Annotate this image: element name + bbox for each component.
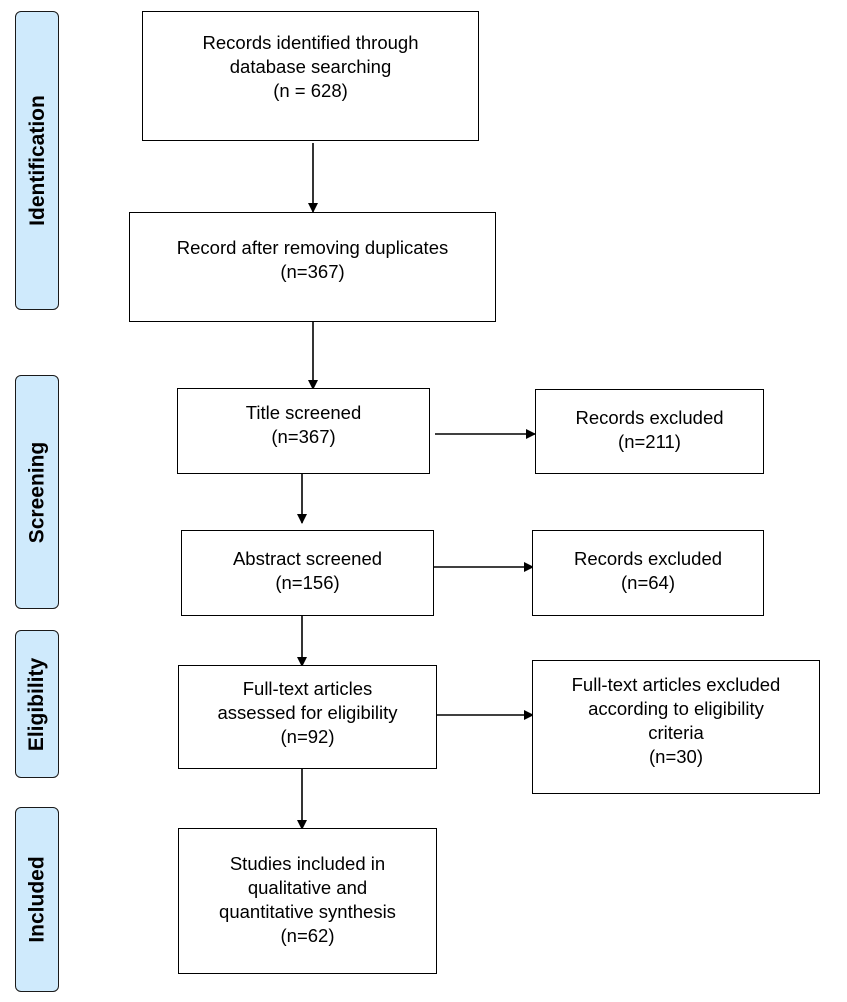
box-line: (n=92) bbox=[280, 726, 335, 747]
box-after-duplicates: Record after removing duplicates (n=367) bbox=[129, 212, 496, 322]
box-line: assessed for eligibility bbox=[217, 702, 398, 723]
stage-included-label: Included bbox=[25, 856, 49, 943]
box-line: (n=30) bbox=[649, 746, 703, 767]
box-line: qualitative and bbox=[247, 877, 368, 898]
box-line: Full-text articles excluded bbox=[571, 674, 781, 695]
box-excluded-abstract: Records excluded (n=64) bbox=[532, 530, 764, 616]
box-line: (n = 628) bbox=[273, 80, 348, 101]
stage-screening-label: Screening bbox=[25, 441, 49, 543]
box-line: (n=367) bbox=[280, 261, 345, 282]
stage-identification-label: Identification bbox=[25, 95, 49, 226]
box-records-identified: Records identified through database sear… bbox=[142, 11, 479, 141]
box-line: Abstract screened bbox=[232, 548, 383, 569]
box-line: database searching bbox=[229, 56, 392, 77]
box-line: criteria bbox=[648, 722, 704, 743]
box-line: Full-text articles bbox=[242, 678, 373, 699]
box-line: (n=211) bbox=[618, 430, 681, 452]
box-line: (n=156) bbox=[275, 572, 340, 593]
stage-included: Included bbox=[15, 807, 59, 992]
box-line: (n=64) bbox=[621, 572, 675, 593]
box-line: Records excluded bbox=[573, 548, 723, 569]
box-line: according to eligibility bbox=[588, 698, 764, 719]
box-abstract-screened: Abstract screened (n=156) bbox=[181, 530, 434, 616]
box-line: quantitative synthesis bbox=[219, 901, 396, 922]
box-title-screened: Title screened (n=367) bbox=[177, 388, 430, 474]
box-line: Studies included in bbox=[229, 853, 386, 874]
box-excluded-fulltext: Full-text articles excluded according to… bbox=[532, 660, 820, 794]
box-line: Record after removing duplicates bbox=[176, 237, 449, 258]
stage-screening: Screening bbox=[15, 375, 59, 609]
box-line: Records excluded bbox=[575, 406, 724, 428]
box-studies-included: Studies included in qualitative and quan… bbox=[178, 828, 437, 974]
box-line: Records identified through bbox=[202, 32, 419, 53]
box-line: (n=367) bbox=[271, 426, 336, 447]
box-fulltext-assessed: Full-text articles assessed for eligibil… bbox=[178, 665, 437, 769]
stage-eligibility-label: Eligibility bbox=[25, 657, 49, 751]
stage-identification: Identification bbox=[15, 11, 59, 310]
box-excluded-title: Records excluded (n=211) bbox=[535, 389, 764, 474]
stage-eligibility: Eligibility bbox=[15, 630, 59, 778]
box-line: Title screened bbox=[245, 402, 362, 423]
box-line: (n=62) bbox=[280, 925, 335, 946]
